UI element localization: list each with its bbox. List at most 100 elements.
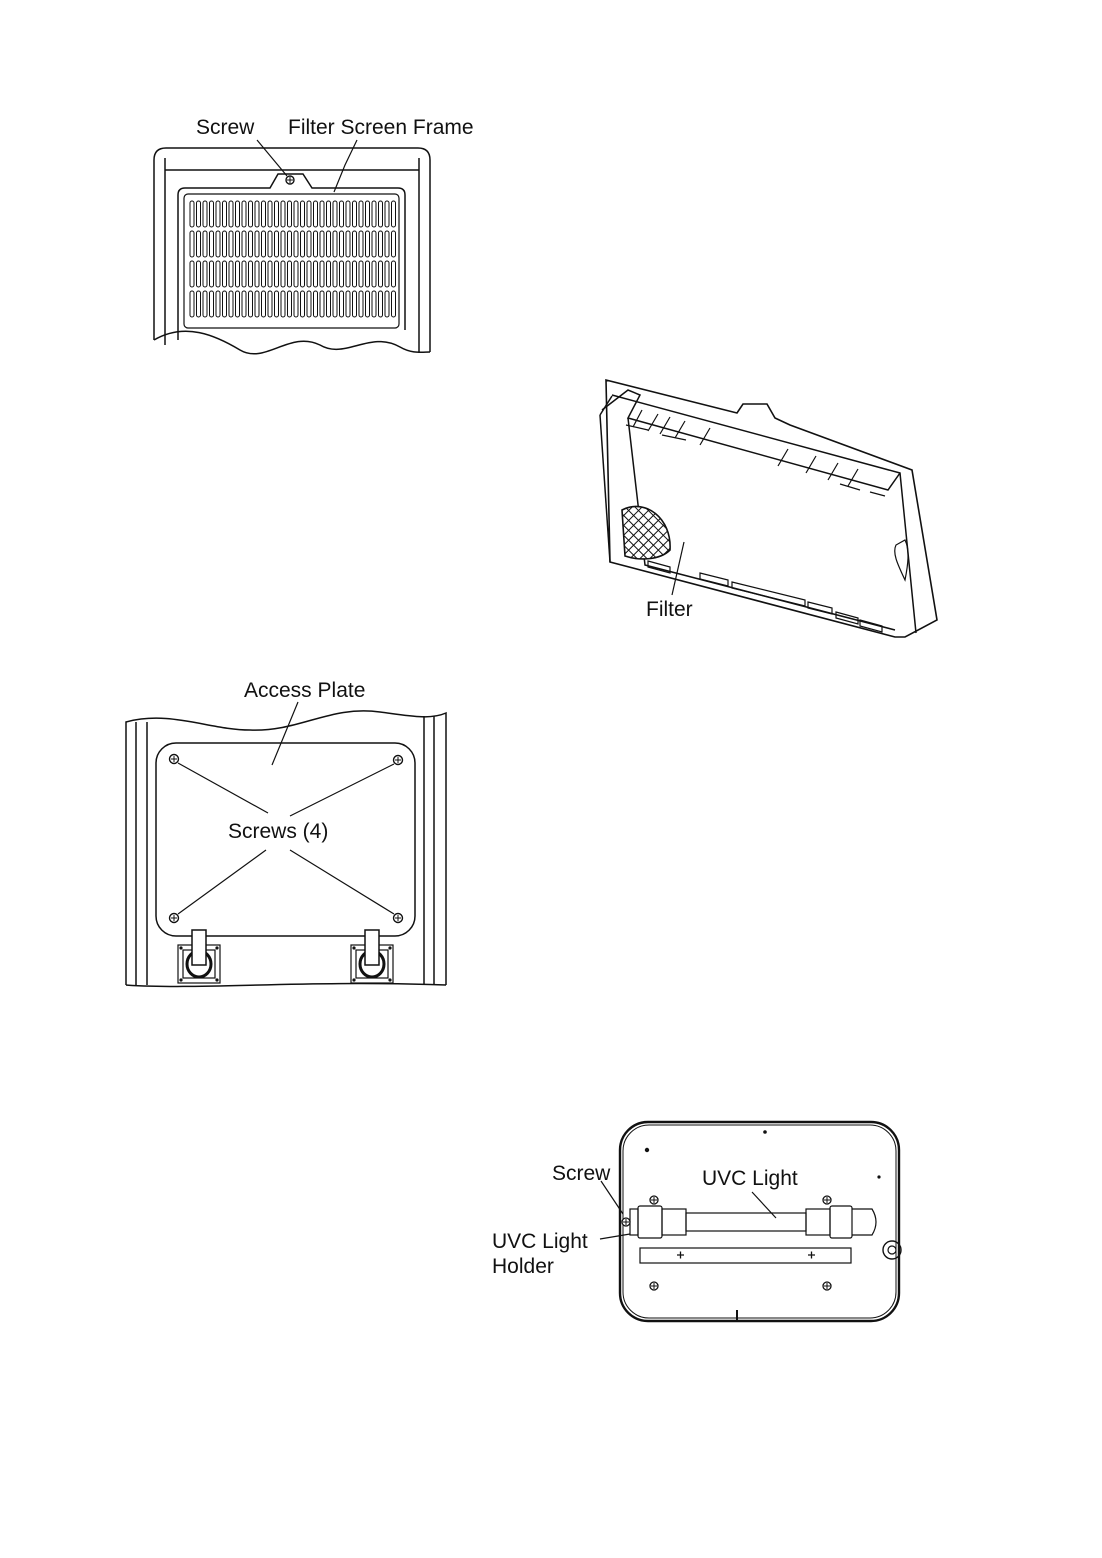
screw-icon-top-right: [392, 754, 404, 766]
screen-slot: [313, 290, 318, 318]
screen-slot: [215, 230, 221, 258]
screen-slot: [358, 200, 364, 228]
screen-slot: [313, 260, 318, 288]
screen-slot: [352, 230, 357, 258]
filter-bottom-tabs: [647, 560, 883, 633]
screen-slot: [391, 200, 396, 228]
screen-slot: [293, 260, 299, 288]
screen-slot: [326, 290, 331, 318]
screen-slot: [254, 290, 260, 318]
screen-slot: [254, 230, 260, 258]
screen-slot: [319, 290, 325, 318]
screws-count-label: Screws (4): [228, 820, 328, 843]
screen-slot: [228, 260, 234, 288]
screen-slot: [267, 260, 273, 288]
screen-slot: [274, 230, 279, 258]
screen-slot: [215, 260, 221, 288]
screen-slot: [391, 260, 396, 288]
screen-slot: [280, 230, 286, 258]
screen-slot: [228, 200, 234, 228]
screen-slot: [300, 290, 305, 318]
screen-slot: [209, 260, 214, 288]
screw-icon: [822, 1195, 832, 1205]
screen-slot: [306, 200, 312, 228]
screen-slot: [248, 260, 253, 288]
screen-slot: [196, 200, 201, 228]
screen-slot: [235, 260, 240, 288]
uvc-panel-screws: [649, 1195, 832, 1291]
uvc-screw-label: Screw: [552, 1162, 611, 1185]
screen-slot: [274, 260, 279, 288]
screw-icon-bottom-left: [168, 912, 180, 924]
screen-slot: [274, 200, 279, 228]
screen-slot: [384, 290, 390, 318]
caster-icon-right: [350, 929, 394, 984]
caster-icon-left: [177, 929, 221, 984]
screen-slot: [274, 290, 279, 318]
screen-slot: [222, 260, 227, 288]
screen-slot: [248, 230, 253, 258]
screen-slot: [202, 260, 208, 288]
screen-slot: [209, 230, 214, 258]
screen-slot: [228, 290, 234, 318]
screen-slot: [222, 200, 227, 228]
filter-vent-slots: [625, 409, 886, 497]
screen-slot: [326, 260, 331, 288]
screen-slot: [319, 260, 325, 288]
screen-slot: [287, 290, 292, 318]
screen-slot: [241, 290, 247, 318]
screen-slot: [358, 230, 364, 258]
screen-slot: [371, 230, 377, 258]
screen-slot: [339, 200, 344, 228]
screw-label: Screw: [196, 116, 255, 139]
access-plate-label: Access Plate: [244, 679, 365, 702]
screen-slot: [293, 230, 299, 258]
screen-slot: [202, 290, 208, 318]
screen-slot: [254, 200, 260, 228]
screen-slot: [319, 230, 325, 258]
screen-slot: [267, 230, 273, 258]
figure-uvc-light: Screw UVC Light UVC Light Holder: [492, 1120, 902, 1323]
screen-slot: [339, 230, 344, 258]
screen-slot: [345, 200, 351, 228]
screen-slot: [222, 290, 227, 318]
screw-icon-bottom-right: [392, 912, 404, 924]
screen-slot: [287, 260, 292, 288]
screen-slot: [384, 200, 390, 228]
screen-slot: [287, 200, 292, 228]
screen-slot: [332, 260, 338, 288]
screen-slot: [378, 290, 383, 318]
screen-slot: [189, 200, 195, 228]
screen-slot: [209, 290, 214, 318]
screen-slot: [352, 200, 357, 228]
screen-slot: [261, 260, 266, 288]
screen-slot: [326, 200, 331, 228]
screen-slot: [287, 230, 292, 258]
filter-screen-slots: [189, 200, 396, 318]
screen-slot: [371, 260, 377, 288]
screen-slot: [196, 230, 201, 258]
uvc-light-holder-label-line1: UVC Light: [492, 1230, 588, 1253]
screen-slot: [365, 200, 370, 228]
screen-slot: [241, 200, 247, 228]
screw-icon: [649, 1281, 659, 1291]
screen-slot: [378, 230, 383, 258]
screen-slot: [280, 260, 286, 288]
screen-slot: [365, 290, 370, 318]
screen-slot: [235, 230, 240, 258]
screen-slot: [300, 200, 305, 228]
screen-slot: [202, 200, 208, 228]
screen-slot: [313, 230, 318, 258]
screen-slot: [241, 230, 247, 258]
screen-slot: [241, 260, 247, 288]
screen-slot: [196, 290, 201, 318]
screen-slot: [345, 230, 351, 258]
screen-slot: [365, 230, 370, 258]
screen-slot: [352, 260, 357, 288]
screen-slot: [228, 230, 234, 258]
screen-slot: [293, 200, 299, 228]
screw-icon: [285, 175, 295, 185]
screen-slot: [261, 200, 266, 228]
uvc-light-label: UVC Light: [702, 1167, 798, 1190]
